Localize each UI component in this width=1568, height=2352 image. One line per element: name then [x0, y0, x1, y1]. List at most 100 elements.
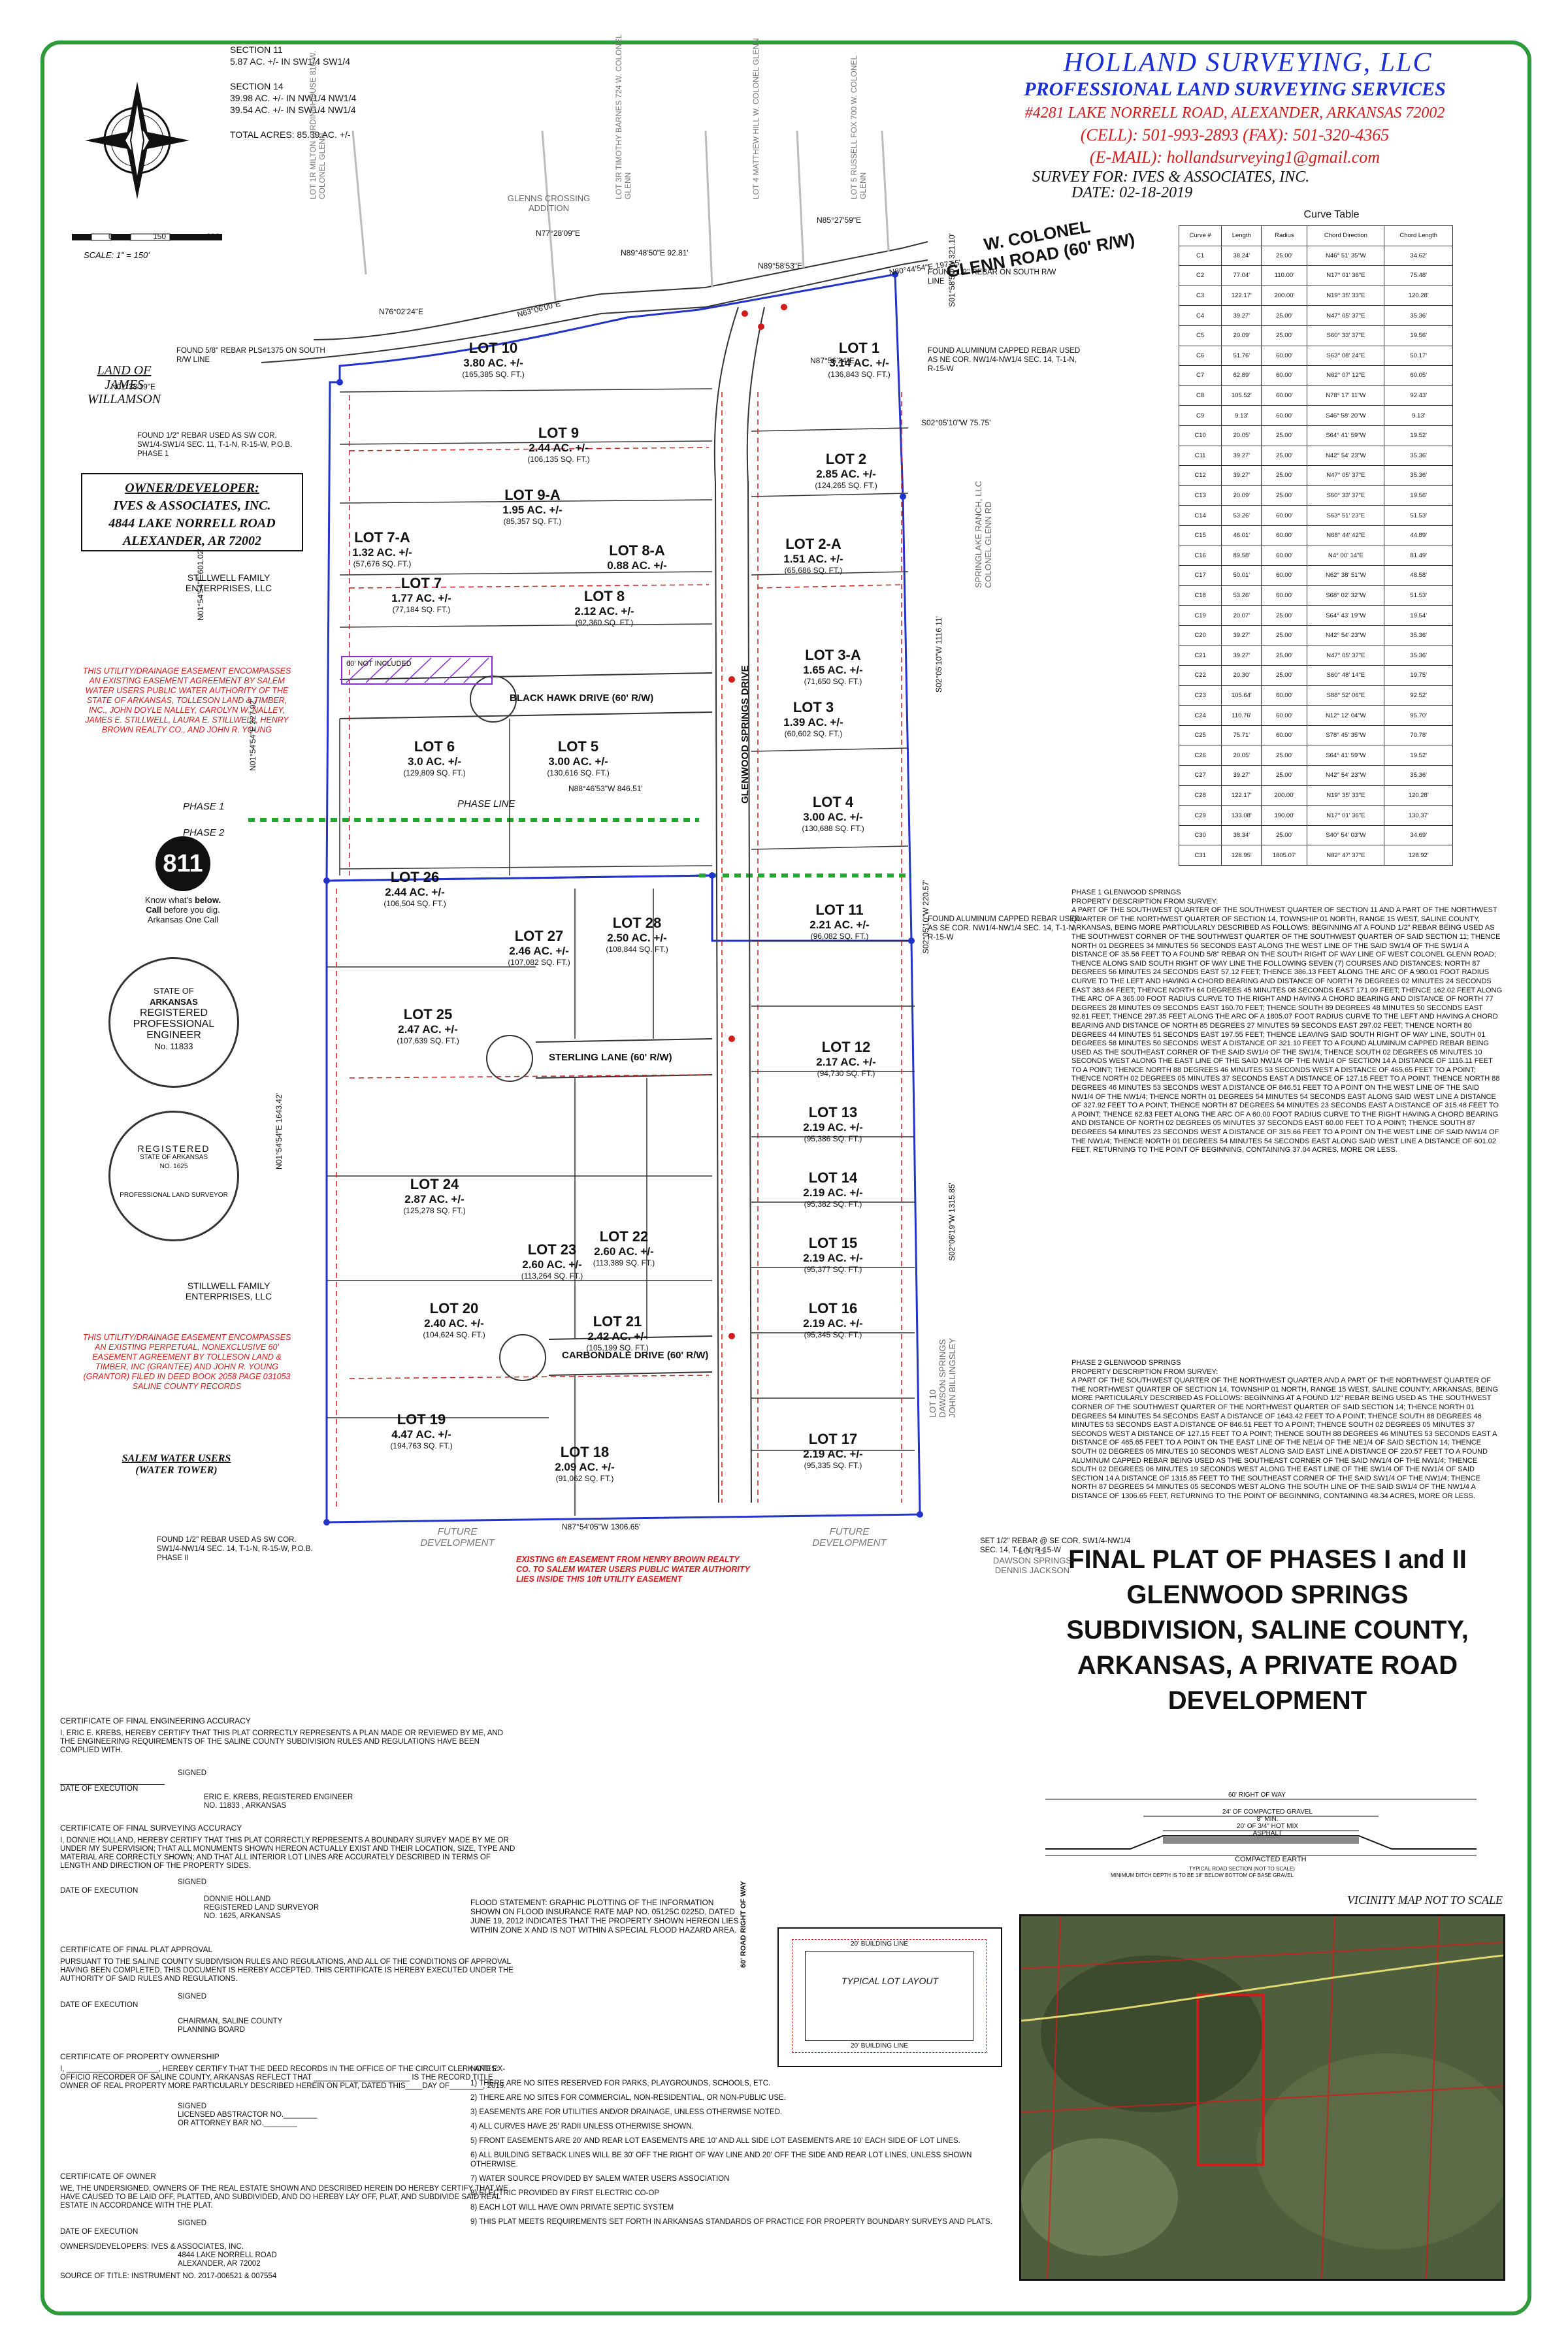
lot-sf: (105,199 SQ. FT.): [586, 1343, 649, 1352]
cert-eng-name: ERIC E. KREBS, REGISTERED ENGINEER: [204, 1793, 353, 1801]
curve-cell: 60.00': [1261, 725, 1308, 746]
lot-sf: (94,730 SQ. FT.): [817, 1069, 875, 1078]
carbondale-drive: [548, 1335, 713, 1376]
section-14-acreage-1: 39.98 AC. +/- IN NW1/4 NW1/4: [230, 93, 357, 103]
curve-cell: N62° 07' 12"E: [1307, 365, 1385, 386]
curve-cell: S63° 08' 24"E: [1307, 345, 1385, 367]
curve-cell: 50.17': [1384, 345, 1453, 367]
curve-cell: 39.27': [1221, 625, 1262, 646]
cert-owner: CERTIFICATE OF OWNER WE, THE UNDERSIGNED…: [60, 2172, 517, 2281]
lot-id: LOT 10: [468, 340, 518, 356]
pe-arkansas: ARKANSAS: [150, 997, 198, 1007]
lot-sf: (113,264 SQ. FT.): [521, 1271, 583, 1281]
plat-notes: NOTES: 1) THERE ARE NO SITES RESERVED FO…: [470, 2065, 993, 2232]
lot-id: LOT 22: [599, 1228, 649, 1245]
typical-lot-building: [805, 1951, 973, 2041]
pe-state: STATE OF: [154, 986, 194, 996]
lot-id: LOT 24: [410, 1176, 459, 1192]
scale-bar: [72, 233, 222, 241]
stillwell-south: STILLWELL FAMILY ENTERPRISES, LLC: [163, 1281, 294, 1301]
existing-easement-south: EXISTING 6ft EASEMENT FROM HENRY BROWN R…: [516, 1555, 750, 1584]
land-of-label: LAND OF: [97, 363, 152, 378]
cert-sur-no: NO. 1625, ARKANSAS: [204, 1912, 281, 1920]
company-email: (E-MAIL): hollandsurveying1@gmail.com: [1089, 148, 1380, 167]
lot-ac: 2.40 AC. +/-: [424, 1317, 484, 1330]
curve-cell: 20.07': [1221, 605, 1262, 626]
easement-note-south: THIS UTILITY/DRAINAGE EASEMENT ENCOMPASS…: [82, 1333, 291, 1391]
lot11-owner: DENNIS JACKSON: [994, 1565, 1070, 1575]
road-section-title: TYPICAL ROAD SECTION (NOT TO SCALE): [1189, 1866, 1295, 1872]
lot-id: LOT 27: [514, 928, 564, 944]
bearing-label: N88°46'53"W 846.51': [568, 784, 643, 793]
lot11-id: LOT 11: [1018, 1546, 1047, 1556]
curve-cell: 19.75': [1384, 665, 1453, 686]
note-item: 2) THERE ARE NO SITES FOR COMMERCIAL, NO…: [470, 2094, 786, 2102]
vicinity-map: [1019, 1914, 1505, 2281]
curve-cell: N42° 54' 23"W: [1307, 625, 1385, 646]
bearing-label: N87°56'24"E: [810, 356, 855, 365]
cert-app-signed: SIGNED: [178, 1993, 207, 2001]
bearing-label: N87°54'05"W 1306.65': [562, 1522, 641, 1531]
lot-ac: 2.46 AC. +/-: [509, 945, 569, 957]
rebar-se-corner: SET 1/2" REBAR @ SE COR. SW1/4-NW1/4 SEC…: [980, 1537, 1131, 1554]
cert-own-text: I, ______________________, HEREBY CERTIF…: [60, 2065, 506, 2090]
lot-id: LOT 26: [390, 869, 440, 885]
bearing-label: N01°54'54"E 601.02': [196, 548, 205, 621]
curve-cell: 19.52': [1384, 425, 1453, 446]
p2-text: A PART OF THE SOUTHWEST QUARTER OF THE N…: [1071, 1377, 1499, 1500]
lot-sf: (113,389 SQ. FT.): [593, 1258, 655, 1267]
curve-cell: 39.27': [1221, 445, 1262, 466]
lot-ac: 2.19 AC. +/-: [803, 1121, 863, 1134]
curve-cell: 92.43': [1384, 385, 1453, 406]
road-asphalt-label: 20' OF 3/4" HOT MIX ASPHALT: [1236, 1823, 1299, 1837]
curve-cell: N46° 51' 35"W: [1307, 245, 1385, 267]
scale-tick-0: 0: [108, 232, 113, 241]
bearing-label: N89°48'50"E 92.81': [621, 248, 689, 257]
bearing-label: N76°02'24"E: [379, 307, 424, 316]
cert-eng-text: I, ERIC E. KREBS, HEREBY CERTIFY THAT TH…: [60, 1729, 504, 1754]
curve-cell: 60.00': [1261, 525, 1308, 546]
curve-cell: 25.00': [1261, 745, 1308, 766]
lot-ac: 2.21 AC. +/-: [809, 919, 870, 931]
lot-sf: (106,135 SQ. FT.): [527, 455, 590, 464]
rebar-58-pls: FOUND 5/8" REBAR PLS#1375 ON SOUTH R/W L…: [176, 347, 325, 364]
curve-cell: C19: [1178, 605, 1222, 626]
future-w-2: DEVELOPMENT: [420, 1537, 495, 1548]
curve-cell: 105.52': [1221, 385, 1262, 406]
lot-ac: 3.14 AC. +/-: [829, 357, 889, 369]
lot-id: LOT 2: [825, 451, 867, 467]
curve-cell: 92.52': [1384, 685, 1453, 706]
lot-sf: (57,676 SQ. FT.): [353, 559, 412, 568]
cert-own-lic: LICENSED ABSTRACTOR NO.________: [178, 2111, 318, 2119]
curve-cell: 34.69': [1384, 825, 1453, 846]
curve-cell: 19.54': [1384, 605, 1453, 626]
curve-cell: N47° 05' 37"E: [1307, 645, 1385, 666]
section-11-acreage: 5.87 AC. +/- IN SW1/4 SW1/4: [230, 56, 351, 67]
lot-id: LOT 15: [808, 1235, 858, 1251]
title-line-4: ARKANSAS, A PRIVATE ROAD: [1077, 1651, 1458, 1680]
curve-cell: S60° 33' 37"E: [1307, 485, 1385, 506]
sterling-lane-label: STERLING LANE (60' R/W): [549, 1052, 672, 1063]
cert-engineering: CERTIFICATE OF FINAL ENGINEERING ACCURAC…: [60, 1717, 517, 1810]
p1-head: PHASE 1 GLENWOOD SPRINGS: [1071, 889, 1181, 896]
bearing-label: N89°58'53"E: [758, 261, 803, 270]
phase2-description: PHASE 2 GLENWOOD SPRINGS PROPERTY DESCRI…: [1071, 1359, 1503, 1501]
lot-sf: (165,385 SQ. FT.): [462, 370, 525, 379]
lot-id: LOT 3-A: [805, 647, 861, 663]
lot-sf: (96,082 SQ. FT.): [810, 932, 869, 941]
cert-eng-signed: SIGNED: [178, 1769, 207, 1777]
stillwell-north: STILLWELL FAMILY ENTERPRISES, LLC: [163, 572, 294, 593]
pls-number: NO. 1625: [159, 1163, 188, 1170]
